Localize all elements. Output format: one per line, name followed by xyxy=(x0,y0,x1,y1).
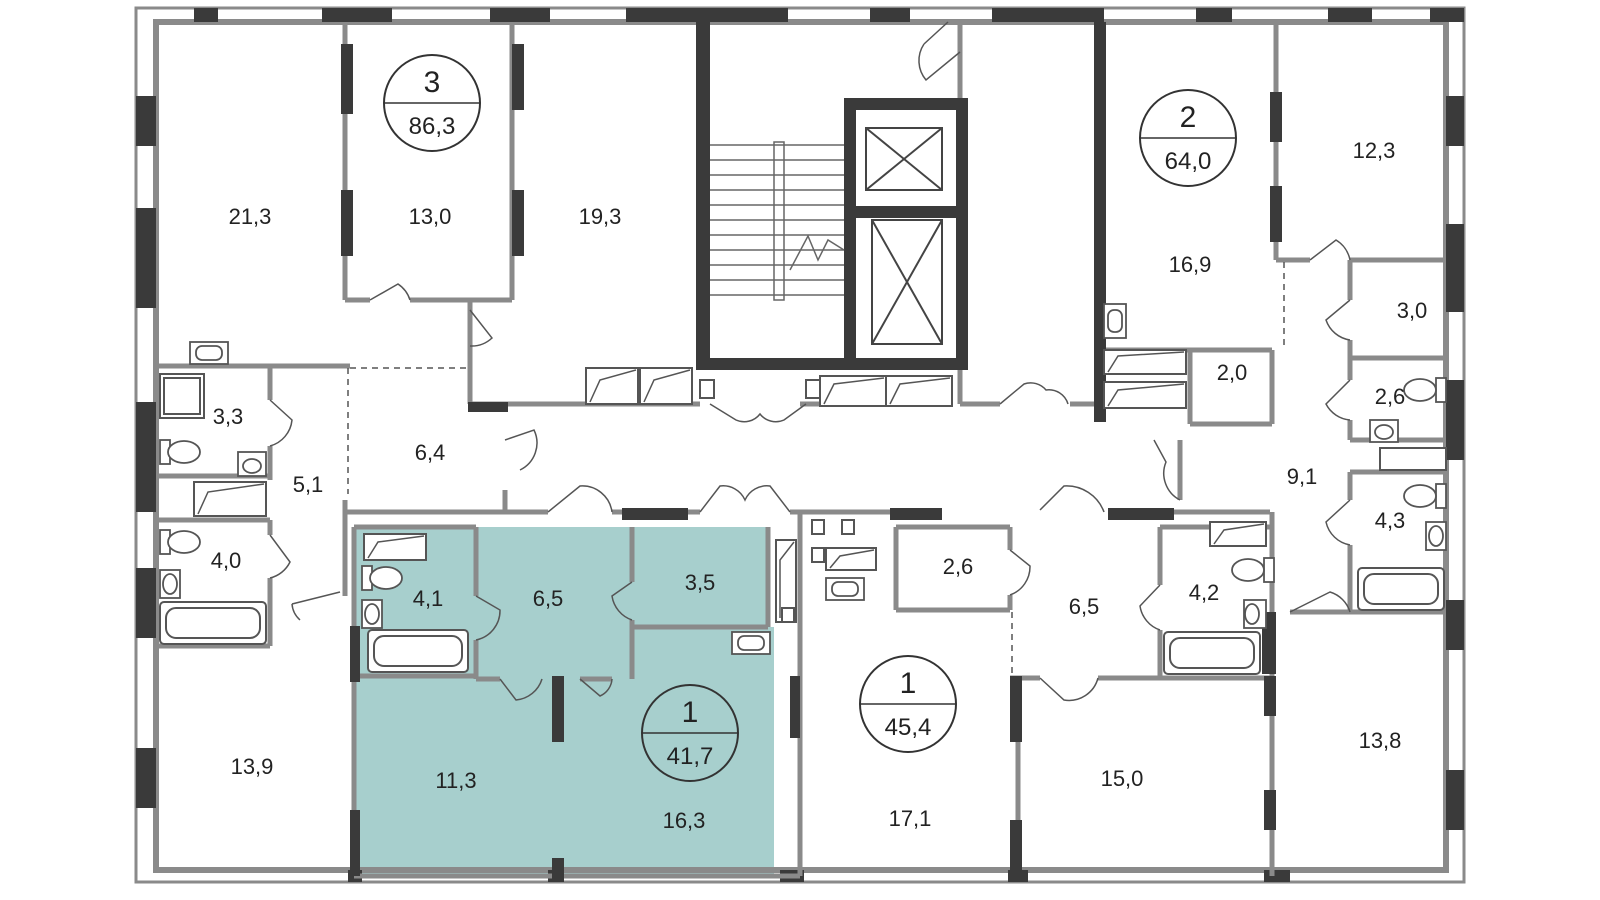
room-area: 2,6 xyxy=(943,554,974,579)
room-area: 12,3 xyxy=(1353,138,1396,163)
room-area: 6,5 xyxy=(533,586,564,611)
apartment-badge: 1 41,7 xyxy=(641,684,739,782)
interior-walls xyxy=(156,22,1446,879)
apartment-number: 2 xyxy=(1180,101,1197,134)
apartment-area: 86,3 xyxy=(409,113,456,140)
room-area: 13,0 xyxy=(409,204,452,229)
bathtub-icon xyxy=(159,567,1445,675)
room-area: 2,0 xyxy=(1217,360,1248,385)
dashed-lines xyxy=(347,262,1285,676)
door-swing-icon xyxy=(269,21,1351,702)
room-labels: 21,3 13,0 19,3 16,9 12,3 3,0 2,0 2,6 3,3… xyxy=(211,138,1428,833)
apartment-number: 3 xyxy=(424,66,441,99)
room-area: 4,1 xyxy=(413,586,444,611)
room-area: 6,5 xyxy=(1069,594,1100,619)
room-area: 13,8 xyxy=(1359,728,1402,753)
sink-icon xyxy=(159,303,1447,655)
room-area: 3,0 xyxy=(1397,298,1428,323)
room-area: 6,4 xyxy=(415,440,446,465)
room-area: 4,0 xyxy=(211,548,242,573)
room-area: 11,3 xyxy=(435,768,476,793)
room-area: 9,1 xyxy=(1287,464,1318,489)
room-area: 3,5 xyxy=(685,570,716,595)
room-area: 2,6 xyxy=(1375,384,1406,409)
apartment-number: 1 xyxy=(900,667,917,700)
room-area: 5,1 xyxy=(293,472,324,497)
apartment-area: 45,4 xyxy=(885,714,932,741)
room-area: 19,3 xyxy=(579,204,622,229)
facade-piers xyxy=(136,8,1464,882)
shower-icon xyxy=(159,373,205,419)
stair-icon xyxy=(710,141,845,301)
room-area: 16,3 xyxy=(663,808,706,833)
room-area: 16,9 xyxy=(1169,252,1212,277)
toilet-icon xyxy=(159,377,1447,591)
apartment-number: 1 xyxy=(682,696,699,729)
apartment-area: 41,7 xyxy=(667,743,714,770)
elevator-icon xyxy=(865,127,943,345)
room-area: 13,9 xyxy=(231,754,274,779)
shaft-diagonals xyxy=(197,351,1265,618)
room-area: 21,3 xyxy=(229,204,272,229)
apartment-badge: 3 86,3 xyxy=(383,54,481,152)
room-area: 4,2 xyxy=(1189,580,1220,605)
apartment-area: 64,0 xyxy=(1165,148,1212,175)
room-area: 3,3 xyxy=(213,404,244,429)
apartment-badge: 2 64,0 xyxy=(1139,89,1237,187)
structural-walls xyxy=(341,22,1282,882)
room-area: 4,3 xyxy=(1375,508,1406,533)
room-area: 17,1 xyxy=(889,806,932,831)
room-area: 15,0 xyxy=(1101,766,1144,791)
apartment-badge: 1 45,4 xyxy=(859,655,957,753)
